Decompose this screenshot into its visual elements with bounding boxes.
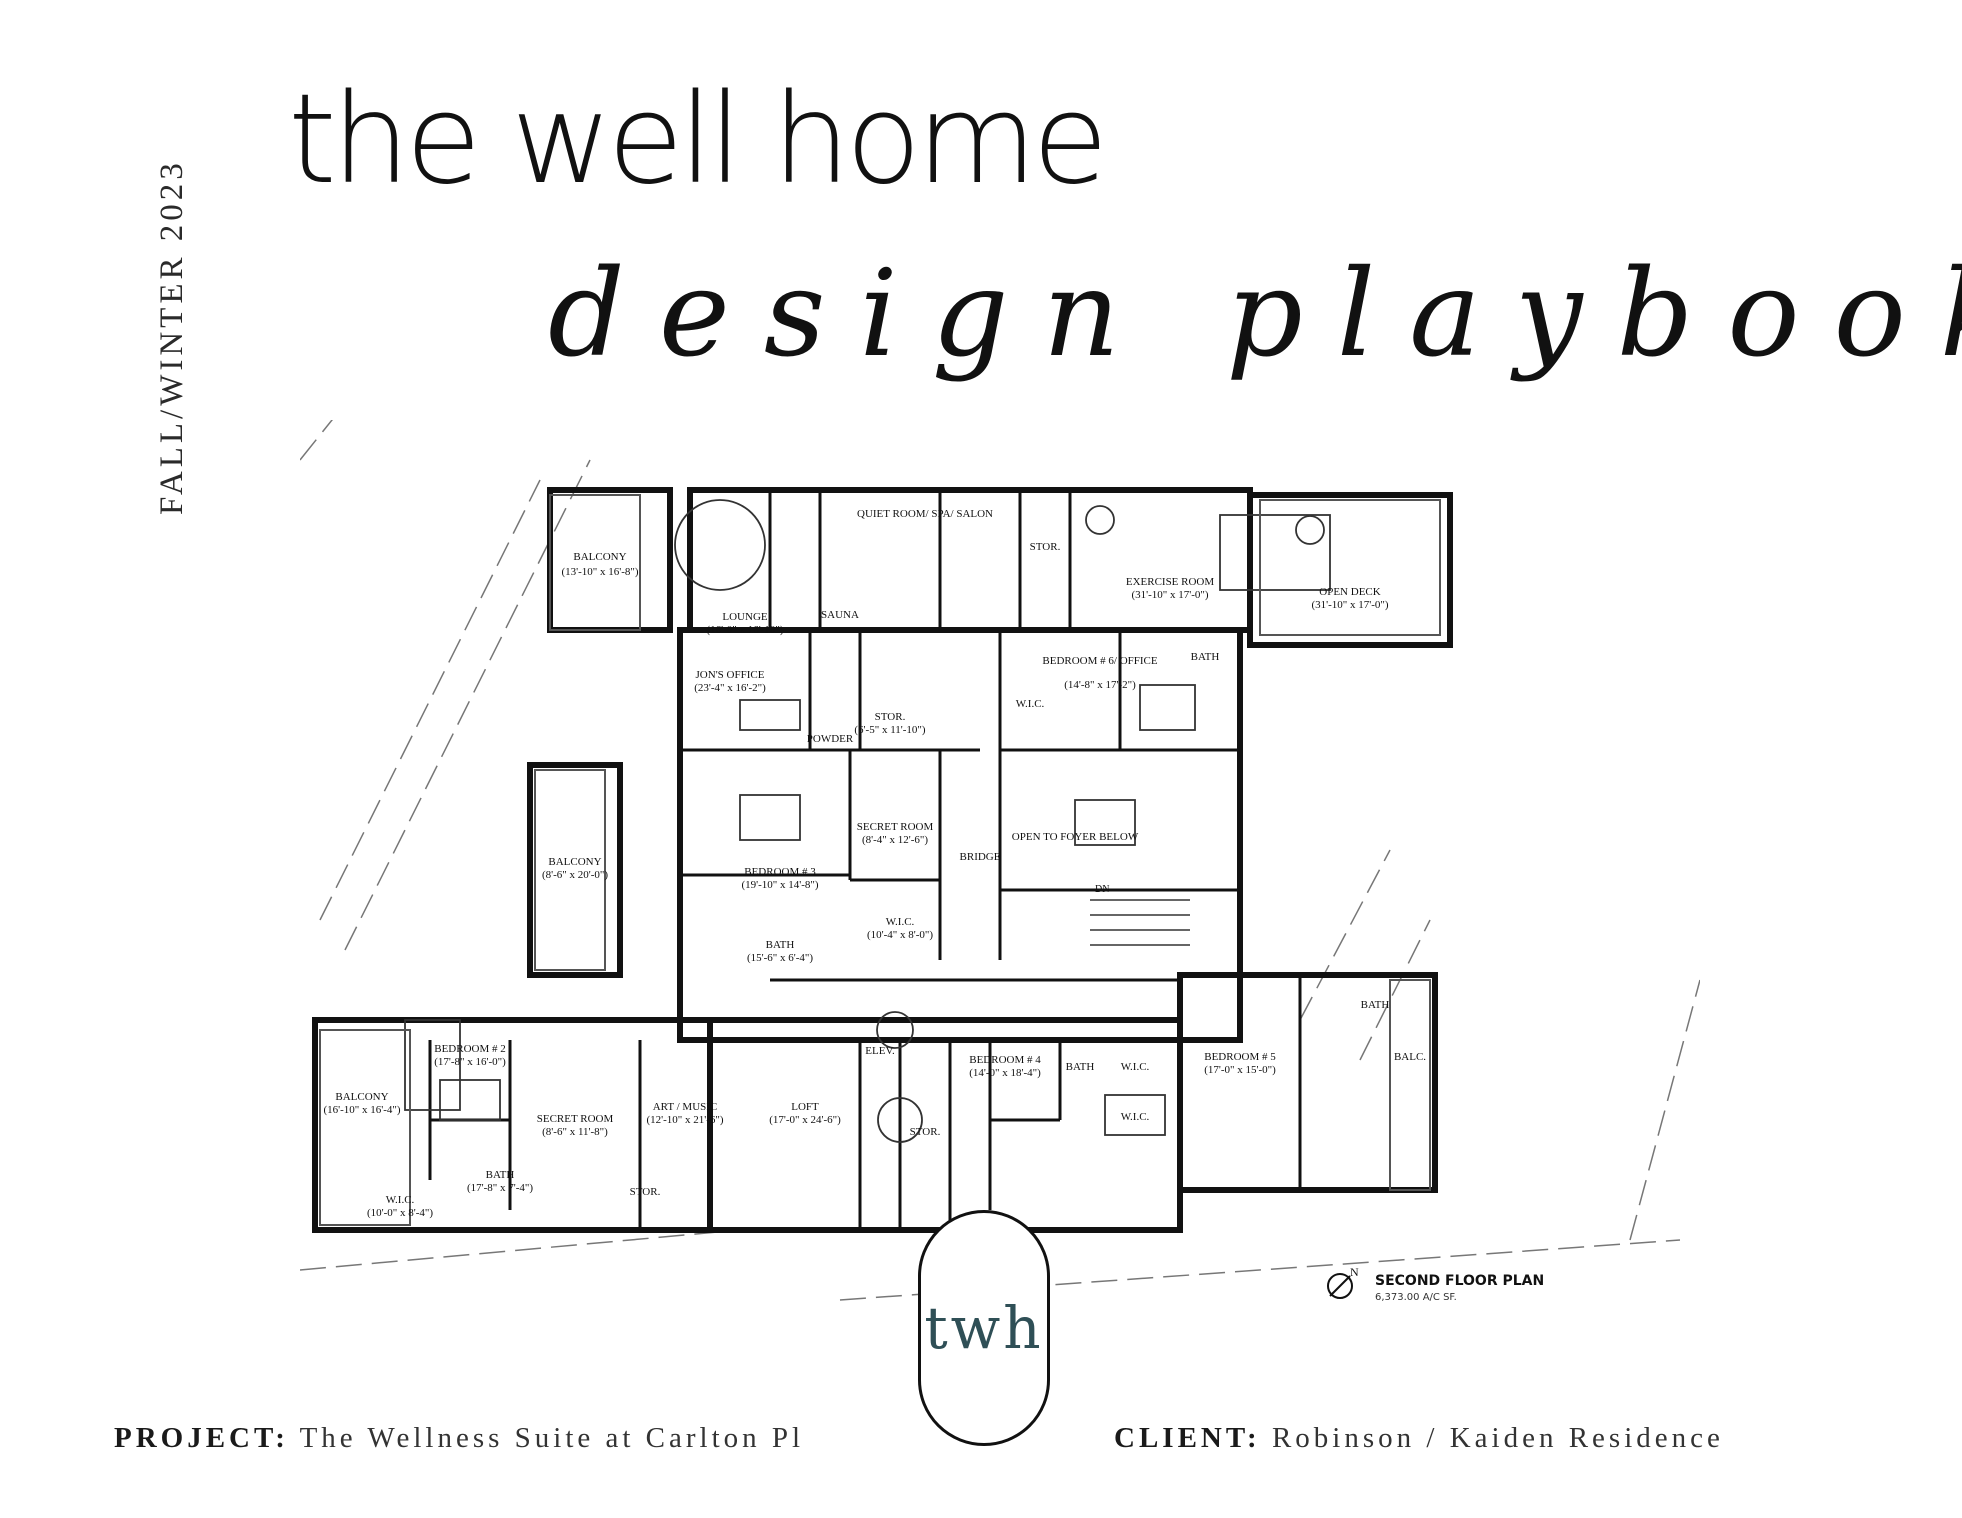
room-label: SECRET ROOM bbox=[857, 821, 934, 833]
room-label: JON'S OFFICE bbox=[696, 669, 765, 681]
room-label: BEDROOM # 4 bbox=[969, 1054, 1041, 1066]
season-label: FALL/WINTER 2023 bbox=[112, 115, 190, 515]
room-label: SECRET ROOM bbox=[537, 1113, 614, 1125]
client-value: Robinson / Kaiden Residence bbox=[1271, 1422, 1724, 1454]
north-symbol bbox=[1327, 1273, 1353, 1299]
room-label: BATH bbox=[486, 1169, 515, 1181]
stair-label: DN bbox=[1095, 884, 1109, 895]
season-text: FALL/WINTER 2023 bbox=[154, 159, 190, 515]
room-label: ELEV. bbox=[865, 1045, 895, 1057]
room-label: BRIDGE bbox=[960, 851, 1001, 863]
room-dims: (12'-10" x 21'-6") bbox=[646, 1114, 723, 1126]
room-dims: (15'-6" x 6'-4") bbox=[747, 952, 813, 964]
room-dims: (16'-10" x 16'-4") bbox=[323, 1104, 400, 1116]
room-label: BATH bbox=[1191, 651, 1220, 663]
room-dims: (14'-0" x 18'-4") bbox=[969, 1067, 1041, 1079]
room-labels: BALCONY (13'-10" x 16'-8") LOUNGE (16'-0… bbox=[323, 508, 1426, 1219]
stair bbox=[1090, 899, 1190, 946]
room-label: BALC. bbox=[1394, 1051, 1426, 1063]
room-dims: (13'-10" x 16'-8") bbox=[561, 566, 638, 578]
site-lines bbox=[300, 420, 1700, 1301]
room-label: BALCONY bbox=[335, 1091, 388, 1103]
room-label: POWDER bbox=[807, 733, 854, 745]
room-label: W.I.C. bbox=[386, 1194, 415, 1206]
room-label: STOR. bbox=[1030, 541, 1061, 553]
room-dims: (8'-6" x 20'-0") bbox=[542, 869, 608, 881]
room-dims: (23'-4" x 16'-2") bbox=[694, 682, 766, 694]
room-label: OPEN TO FOYER BELOW bbox=[1012, 831, 1139, 843]
room-dims: (8'-4" x 12'-6") bbox=[862, 834, 928, 846]
brand-title: the well home bbox=[288, 68, 1108, 212]
room-label: STOR. bbox=[910, 1126, 941, 1138]
document-title: design playbook bbox=[548, 245, 1962, 384]
room-dims: (6'-5" x 11'-10") bbox=[854, 724, 926, 736]
room-label: W.I.C. bbox=[1121, 1061, 1150, 1073]
room-label: STOR. bbox=[875, 711, 906, 723]
room-label: OPEN DECK bbox=[1319, 586, 1380, 598]
room-label: STOR. bbox=[630, 1186, 661, 1198]
interior-walls bbox=[428, 490, 1302, 1230]
room-dims: (17'-8" x 7'-4") bbox=[467, 1182, 533, 1194]
plan-title: SECOND FLOOR PLAN bbox=[1375, 1273, 1544, 1289]
project-line: PROJECT: The Wellness Suite at Carlton P… bbox=[114, 1422, 804, 1455]
logo-text: twh bbox=[924, 1294, 1044, 1362]
room-label: BALCONY bbox=[548, 856, 601, 868]
room-label: BATH bbox=[1361, 999, 1390, 1011]
room-label: BATH bbox=[766, 939, 795, 951]
room-dims: (10'-4" x 8'-0") bbox=[867, 929, 933, 941]
client-line: CLIENT: Robinson / Kaiden Residence bbox=[1114, 1422, 1724, 1455]
room-label: QUIET ROOM/ SPA/ SALON bbox=[857, 508, 993, 520]
room-label: SAUNA bbox=[821, 609, 859, 621]
room-dims: (8'-6" x 11'-8") bbox=[542, 1126, 608, 1138]
client-key: CLIENT: bbox=[1114, 1422, 1261, 1454]
room-label: BEDROOM # 6/ OFFICE bbox=[1042, 655, 1157, 667]
project-key: PROJECT: bbox=[114, 1422, 289, 1454]
room-dims: (16'-0" x 16'-10") bbox=[706, 624, 783, 636]
room-label: BEDROOM # 2 bbox=[434, 1043, 506, 1055]
room-dims: (14'-8" x 17'-2") bbox=[1064, 679, 1136, 691]
room-label: BATH bbox=[1066, 1061, 1095, 1073]
room-dims: (31'-10" x 17'-0") bbox=[1311, 599, 1388, 611]
room-label: BEDROOM # 3 bbox=[744, 866, 816, 878]
room-dims: (17'-0" x 15'-0") bbox=[1204, 1064, 1276, 1076]
room-label: W.I.C. bbox=[886, 916, 915, 928]
room-dims: (10'-0" x 8'-4") bbox=[367, 1207, 433, 1219]
balconies bbox=[319, 494, 1441, 1226]
room-label: W.I.C. bbox=[1121, 1111, 1150, 1123]
room-label: ART / MUSIC bbox=[653, 1101, 718, 1113]
plan-area: 6,373.00 A/C SF. bbox=[1375, 1292, 1457, 1303]
floor-plan: BALCONY (13'-10" x 16'-8") LOUNGE (16'-0… bbox=[300, 420, 1700, 1320]
room-dims: (19'-10" x 14'-8") bbox=[741, 879, 818, 891]
north-label: N bbox=[1350, 1265, 1359, 1279]
project-value: The Wellness Suite at Carlton Pl bbox=[299, 1422, 805, 1454]
room-dims: (31'-10" x 17'-0") bbox=[1131, 589, 1208, 601]
room-dims: (17'-0" x 24'-6") bbox=[769, 1114, 841, 1126]
room-label: BEDROOM # 5 bbox=[1204, 1051, 1276, 1063]
room-label: LOUNGE bbox=[722, 611, 767, 623]
twh-logo: twh bbox=[918, 1210, 1050, 1446]
room-label: LOFT bbox=[791, 1101, 819, 1113]
room-label: W.I.C. bbox=[1016, 698, 1045, 710]
room-label: EXERCISE ROOM bbox=[1126, 576, 1215, 588]
floor-plan-drawing: BALCONY (13'-10" x 16'-8") LOUNGE (16'-0… bbox=[300, 420, 1700, 1303]
furniture bbox=[404, 499, 1331, 1143]
room-dims: (17'-8" x 16'-0") bbox=[434, 1056, 506, 1068]
room-label: BALCONY bbox=[573, 551, 626, 563]
